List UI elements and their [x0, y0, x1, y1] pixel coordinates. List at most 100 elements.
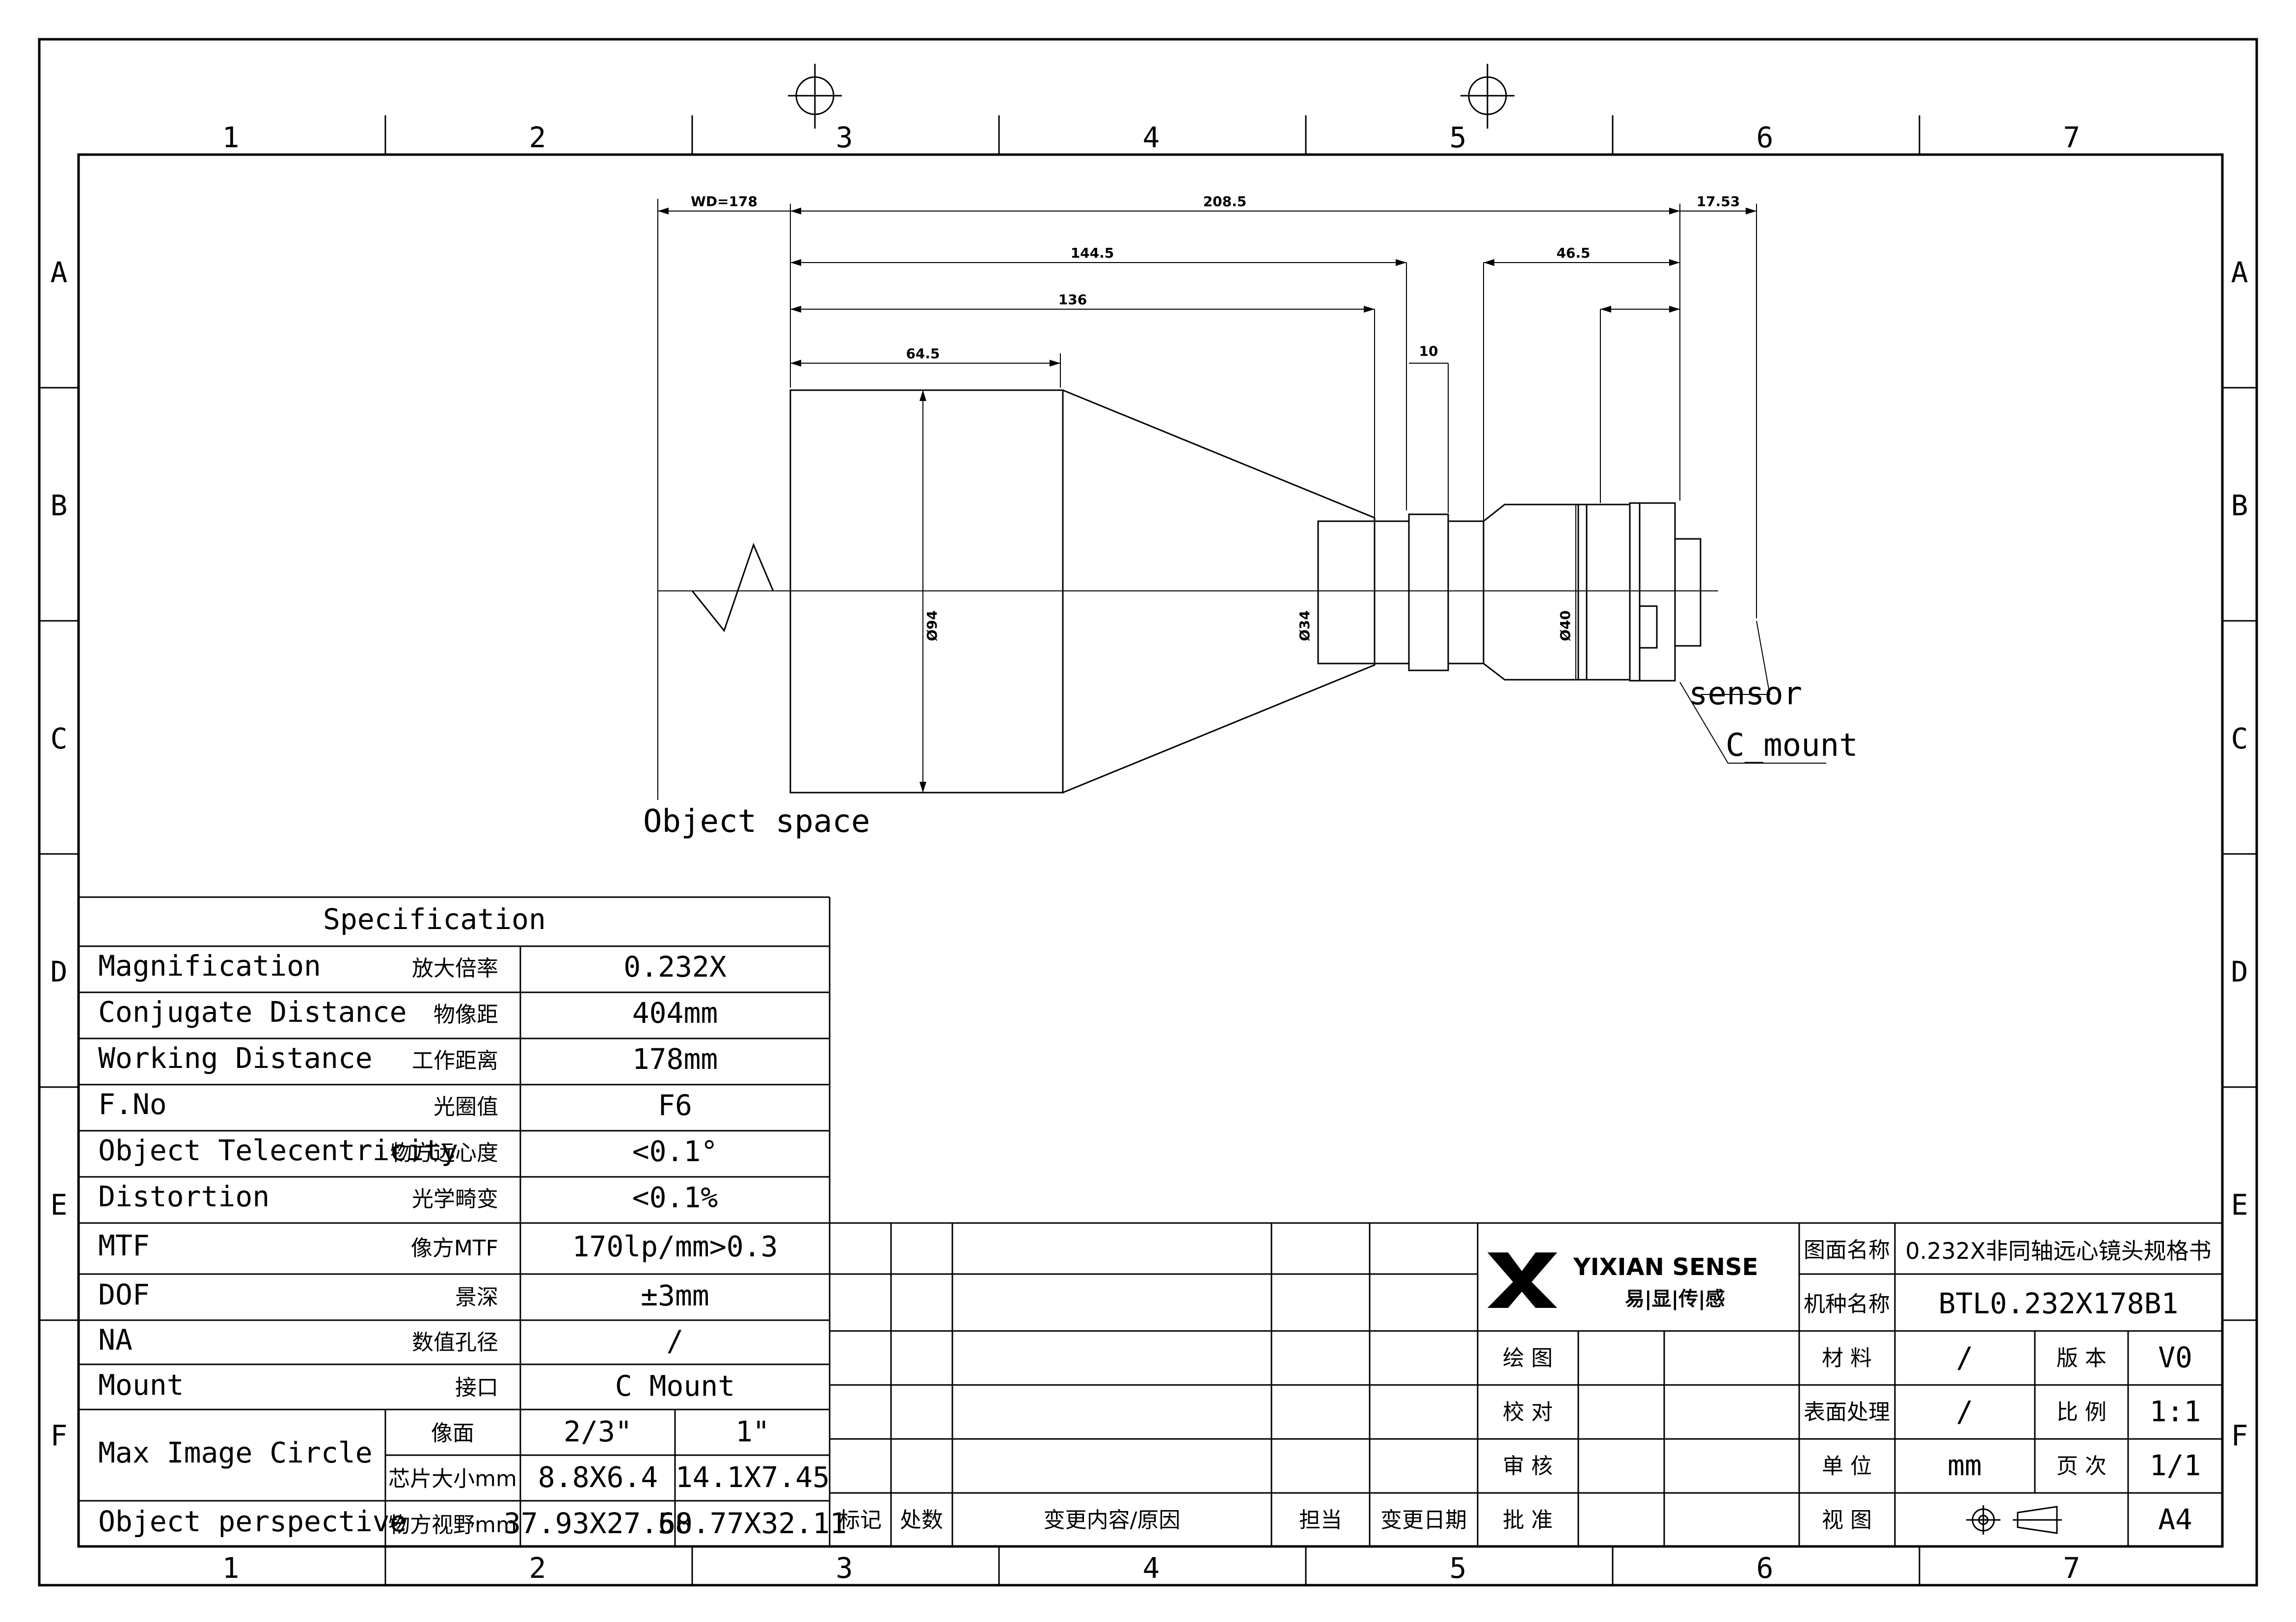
unit-label: 单 位	[1822, 1454, 1872, 1479]
spec-row-val: <0.1°	[632, 1135, 718, 1168]
surface-value: /	[1956, 1395, 1973, 1428]
drawing-name-label: 图面名称	[1804, 1238, 1890, 1263]
inner-border	[77, 153, 2224, 1548]
spec-rows: Magnification 放大倍率 0.232X Conjugate Dist…	[98, 949, 847, 1540]
row-label: C	[51, 722, 68, 755]
bottom-ruler	[384, 1546, 1920, 1585]
col-label: 1	[222, 1551, 240, 1585]
spec-row-en: Conjugate Distance	[98, 995, 407, 1029]
paper-size: A4	[2158, 1503, 2192, 1536]
lens-drawing	[657, 199, 1826, 800]
image-plane-b: 1"	[735, 1415, 770, 1448]
rev-header-date: 变更日期	[1380, 1508, 1467, 1533]
spec-title: Specification	[323, 903, 546, 936]
c-mount-label: C_mount	[1726, 727, 1858, 764]
sensor-leader	[1701, 620, 1771, 695]
center-mark-right	[1460, 64, 1514, 129]
rev-header-owner: 担当	[1299, 1508, 1342, 1533]
outer-border	[38, 38, 2258, 1587]
col-label: 5	[1450, 121, 1467, 154]
title-block-texts: 图面名称 0.232X非同轴远心镜头规格书 机种名称 BTL0.232X178B…	[1503, 1238, 2212, 1536]
logo-text-cn: 易|显|传|感	[1625, 1288, 1725, 1311]
col-label: 5	[1450, 1551, 1467, 1585]
spec-row-en: Distortion	[98, 1180, 270, 1213]
dim-wd: WD=178	[691, 193, 757, 210]
spec-row-cn: 放大倍率	[412, 956, 498, 981]
dim-phi40: Ø40	[1557, 611, 1573, 641]
spec-row-cn: 景深	[455, 1285, 498, 1310]
spec-row-en: DOF	[98, 1278, 150, 1311]
row-label: A	[2231, 256, 2248, 289]
scale-label: 比 例	[2056, 1400, 2107, 1425]
perspective-a: 37.93X27.58	[504, 1507, 692, 1540]
chip-size-b: 14.1X7.45	[675, 1461, 830, 1494]
page-value: 1/1	[2150, 1449, 2201, 1482]
row-label: A	[51, 256, 68, 289]
col-label: 7	[2063, 121, 2080, 154]
spec-row-cn: 像方MTF	[411, 1236, 498, 1261]
spec-row-val: ±3mm	[641, 1279, 709, 1312]
rev-header-content: 变更内容/原因	[1044, 1508, 1181, 1533]
scale-value: 1:1	[2150, 1395, 2201, 1428]
version-label: 版 本	[2056, 1346, 2107, 1371]
image-circle-label: Max Image Circle	[98, 1436, 373, 1469]
left-ruler	[39, 387, 79, 1321]
col-label: 6	[1756, 1551, 1774, 1585]
col-label: 7	[2063, 1551, 2080, 1585]
c-mount-thread	[1674, 538, 1702, 647]
spec-row-cn: 光学畸变	[412, 1187, 498, 1212]
spec-row-val: 0.232X	[623, 950, 727, 984]
c-mount-leader	[1679, 682, 1826, 764]
draw-label: 绘 图	[1503, 1346, 1553, 1371]
spec-row-val: F6	[658, 1089, 692, 1122]
ruler-labels: 1 2 3 4 5 6 7 1 2 3 4 5 6 7 A B C D E F …	[51, 121, 2248, 1585]
image-plane-label: 像面	[431, 1421, 474, 1446]
dim-136: 136	[1058, 292, 1087, 308]
spec-row-en: Working Distance	[98, 1041, 373, 1075]
revision-headers: 标记 处数 变更内容/原因 担当 变更日期	[838, 1508, 1467, 1533]
review-label: 审 核	[1503, 1454, 1553, 1479]
image-plane-a: 2/3"	[564, 1415, 632, 1448]
spec-row-cn: 光圈值	[433, 1094, 498, 1119]
col-label: 3	[836, 1551, 853, 1585]
rev-header-mark: 标记	[838, 1508, 882, 1533]
chip-size-a: 8.8X6.4	[538, 1461, 658, 1494]
neck	[1447, 520, 1485, 665]
spec-table	[79, 896, 831, 1546]
mount-ring	[1629, 502, 1676, 682]
col-label: 3	[836, 121, 853, 154]
projection-symbol-icon	[1966, 1505, 2062, 1535]
spec-row-en: Object Telecentricity	[98, 1134, 458, 1167]
col-label: 2	[529, 1551, 546, 1585]
logo-text-en: YIXIAN SENSE	[1573, 1253, 1758, 1281]
dim-17-53: 17.53	[1697, 193, 1740, 210]
row-label: B	[2231, 489, 2248, 522]
perspective-label: Object perspective	[98, 1505, 407, 1538]
chip-size-label: 芯片大小mm	[388, 1466, 517, 1491]
col-label: 2	[529, 121, 546, 154]
dim-64-5: 64.5	[906, 346, 940, 362]
spec-row-cn: 物方远心度	[390, 1141, 498, 1166]
check-label: 校 对	[1503, 1400, 1553, 1425]
spec-row-val: <0.1%	[632, 1181, 718, 1214]
logo-x-mark	[1487, 1252, 1557, 1308]
dim-10: 10	[1419, 343, 1438, 359]
spec-row-en: Magnification	[98, 949, 321, 983]
spec-row-val: C Mount	[615, 1369, 735, 1403]
row-label: B	[51, 489, 68, 522]
rev-header-count: 处数	[900, 1508, 943, 1533]
perspective-cn: 物方视野mm	[388, 1513, 517, 1538]
surface-label: 表面处理	[1804, 1400, 1890, 1425]
row-label: E	[2231, 1188, 2248, 1222]
dim-208-5: 208.5	[1203, 193, 1247, 210]
focus-ring	[1408, 513, 1449, 671]
spec-row-val: 170lp/mm>0.3	[572, 1230, 778, 1263]
dim-46-5: 46.5	[1556, 245, 1590, 261]
row-label: D	[51, 955, 68, 988]
title-block-grid	[830, 1222, 2222, 1546]
spec-row-en: MTF	[98, 1229, 150, 1262]
row-label: C	[2231, 722, 2248, 755]
break-symbol	[691, 542, 774, 633]
spec-row-cn: 物像距	[433, 1002, 498, 1027]
drawing-name: 0.232X非同轴远心镜头规格书	[1905, 1238, 2211, 1264]
